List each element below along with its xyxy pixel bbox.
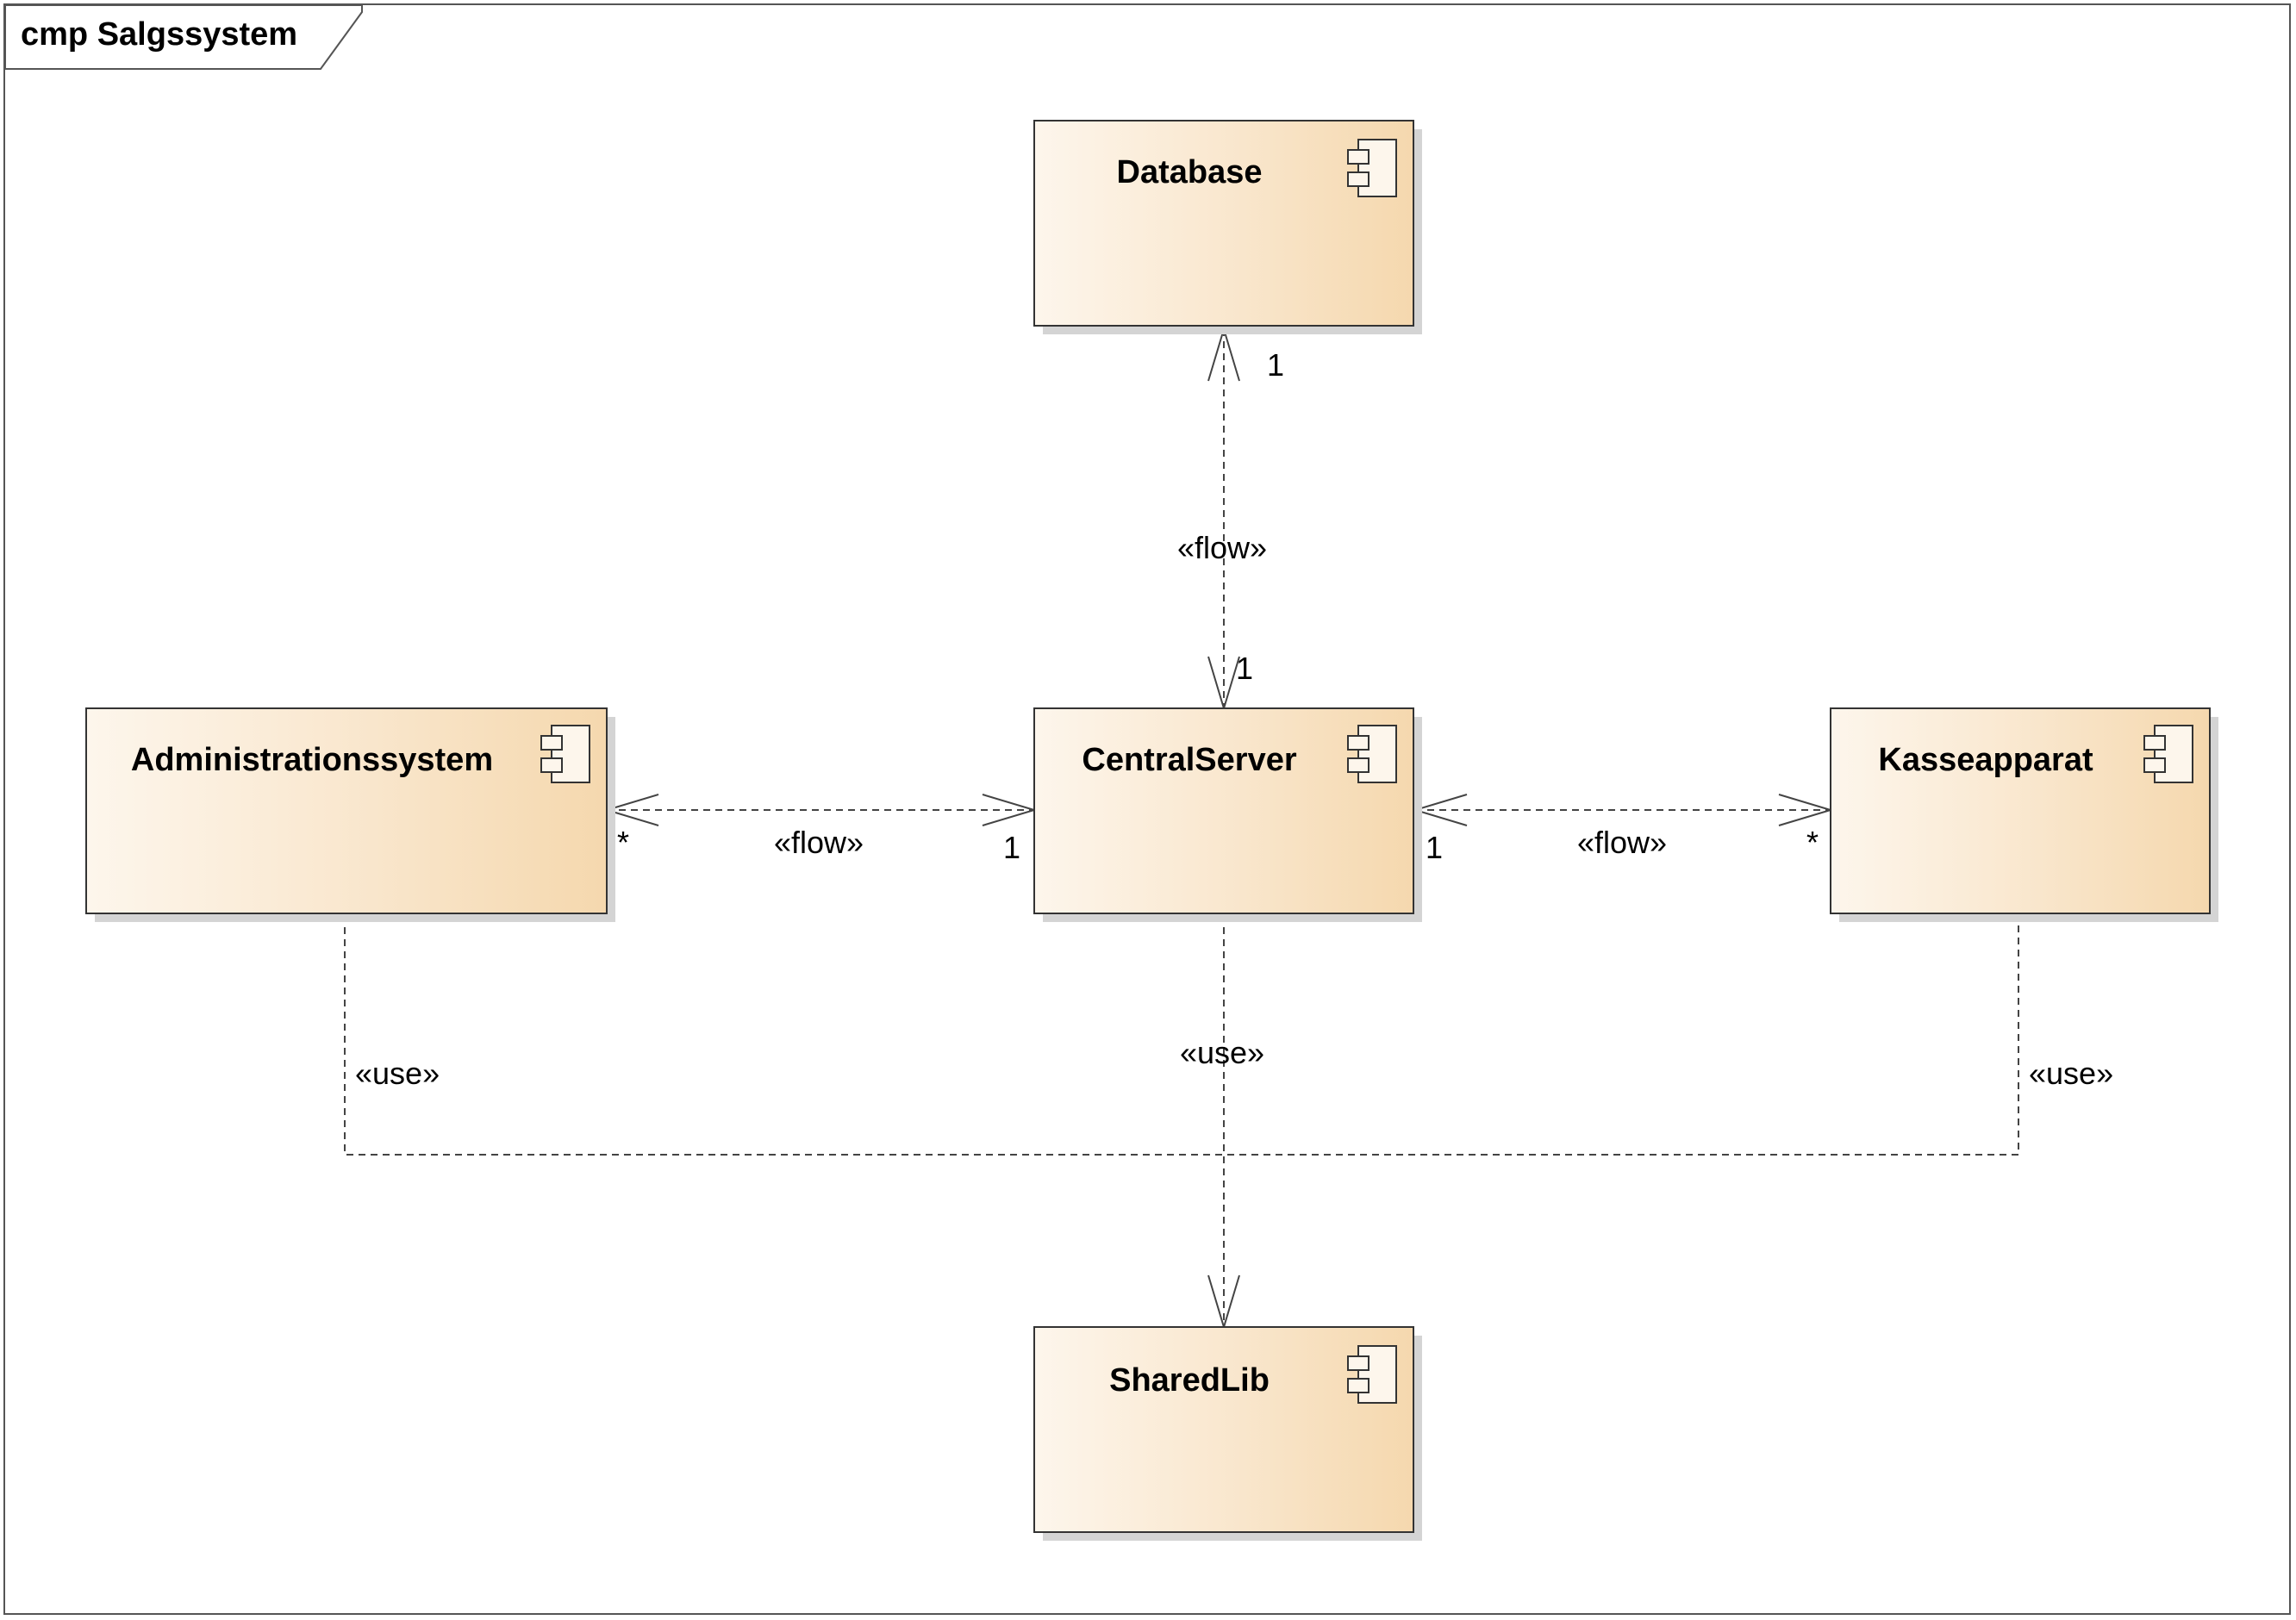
- connector-use-bus: [344, 915, 2019, 1156]
- component-kasseapparat[interactable]: Kasseapparat: [1830, 707, 2218, 922]
- multiplicity-database: 1: [1267, 347, 1284, 383]
- stereotype-flow-central-kasse: «flow»: [1577, 825, 1667, 860]
- component-name-kasseapparat: Kasseapparat: [1878, 742, 2093, 778]
- component-name-administrationssystem: Administrationssystem: [131, 742, 493, 778]
- component-icon: [2143, 725, 2193, 783]
- component-sharedlib[interactable]: SharedLib: [1033, 1326, 1422, 1541]
- multiplicity-central-left: 1: [1003, 830, 1020, 865]
- stereotype-flow-admin-central: «flow»: [774, 825, 864, 860]
- multiplicity-central-top: 1: [1236, 651, 1253, 686]
- component-name-sharedlib: SharedLib: [1109, 1362, 1270, 1399]
- component-name-centralserver: CentralServer: [1082, 742, 1296, 778]
- stereotype-flow-db-central: «flow»: [1177, 530, 1267, 565]
- component-icon: [1347, 139, 1397, 197]
- stereotype-use-central: «use»: [1180, 1035, 1264, 1070]
- component-icon: [1347, 1345, 1397, 1404]
- stereotype-use-kasse: «use»: [2029, 1056, 2113, 1091]
- multiplicity-central-right: 1: [1426, 830, 1443, 865]
- diagram-frame: [3, 3, 2291, 1615]
- multiplicity-kasse: *: [1806, 825, 1819, 860]
- component-centralserver[interactable]: CentralServer: [1033, 707, 1422, 922]
- multiplicity-admin: *: [617, 825, 629, 860]
- component-administrationssystem[interactable]: Administrationssystem: [85, 707, 615, 922]
- frame-title-tab: cmp Salgssystem: [4, 4, 363, 70]
- component-database[interactable]: Database: [1033, 120, 1422, 334]
- component-icon: [540, 725, 590, 783]
- component-icon: [1347, 725, 1397, 783]
- frame-title: cmp Salgssystem: [21, 16, 297, 53]
- stereotype-use-admin: «use»: [355, 1056, 440, 1091]
- component-name-database: Database: [1117, 154, 1263, 190]
